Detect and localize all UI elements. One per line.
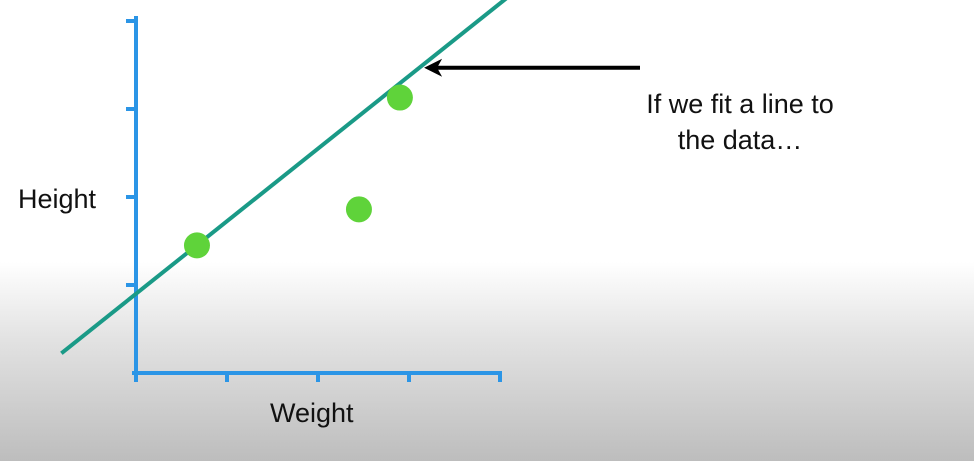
data-point-3	[386, 84, 413, 111]
fit-line-group	[60, 0, 508, 355]
axes	[126, 16, 502, 382]
x-axis-label: Weight	[270, 398, 354, 428]
fit-line	[60, 0, 508, 355]
annotation-line-2: the data…	[677, 125, 803, 155]
annotation-text: If we fit a line to the data…	[605, 86, 875, 158]
annotation-line-1: If we fit a line to	[646, 89, 834, 119]
annotation-arrow-head	[424, 58, 443, 77]
data-points	[183, 84, 413, 259]
data-point-1	[183, 232, 210, 259]
y-axis-label: Height	[18, 184, 97, 214]
data-point-2	[345, 196, 372, 223]
annotation-arrow-group	[424, 58, 640, 77]
